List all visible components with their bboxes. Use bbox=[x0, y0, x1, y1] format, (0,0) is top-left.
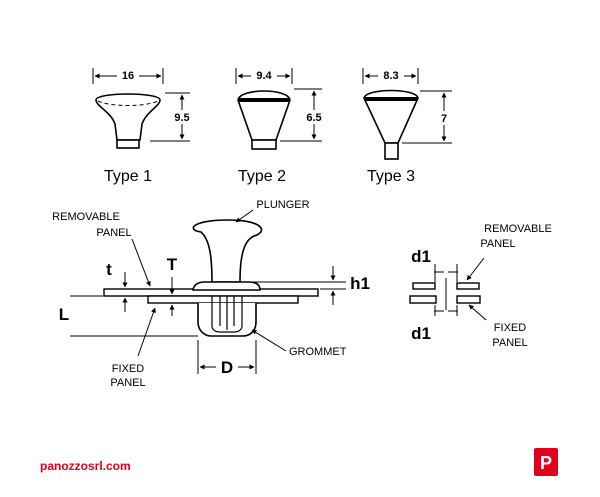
detail-fixed-label-line2: PANEL bbox=[492, 337, 527, 349]
website-url[interactable]: panozzosrl.com bbox=[40, 459, 131, 473]
h1-label: h1 bbox=[350, 274, 370, 293]
type-1-width-label: 16 bbox=[122, 70, 134, 82]
length-L-label: L bbox=[59, 305, 69, 324]
detail-removable-label-line2: PANEL bbox=[480, 238, 515, 250]
type-3-caption: Type 3 bbox=[367, 168, 415, 185]
type-2-width-label: 9.4 bbox=[256, 70, 272, 82]
grommet-label: GROMMET bbox=[289, 346, 347, 358]
logo-letter: P bbox=[540, 453, 552, 473]
type-3-height-label: 7 bbox=[441, 113, 447, 125]
type-2-height-label: 6.5 bbox=[306, 112, 321, 124]
removable-panel-label-line2: PANEL bbox=[96, 227, 131, 239]
type-2-drawing: 9.4 6.5 Type 2 bbox=[235, 68, 326, 185]
plunger-label: PLUNGER bbox=[256, 199, 309, 211]
type-3-drawing: 8.3 7 Type 3 bbox=[362, 68, 454, 185]
type-1-drawing: 16 9.5 Type 1 bbox=[92, 68, 194, 185]
assembly-drawing: REMOVABLE PANEL PLUNGER t T h1 L D GROMM… bbox=[52, 199, 370, 389]
thickness-T-label: T bbox=[167, 255, 178, 274]
detail-fixed-label-line1: FIXED bbox=[494, 322, 526, 334]
fixed-panel-label-line1: FIXED bbox=[112, 363, 144, 375]
type-1-caption: Type 1 bbox=[104, 168, 152, 185]
panel-detail-drawing: REMOVABLE PANEL d1 d1 FIXED PANEL bbox=[409, 223, 552, 349]
detail-d1-bottom-label: d1 bbox=[411, 324, 431, 343]
thickness-t-label: t bbox=[106, 260, 112, 279]
detail-removable-label-line1: REMOVABLE bbox=[484, 223, 552, 235]
fixed-panel-label-line2: PANEL bbox=[110, 377, 145, 389]
detail-d1-top-label: d1 bbox=[411, 247, 431, 266]
type-2-caption: Type 2 bbox=[238, 168, 286, 185]
removable-panel-label-line1: REMOVABLE bbox=[52, 211, 120, 223]
diameter-D-label: D bbox=[221, 358, 233, 377]
brand-logo: P bbox=[534, 448, 558, 476]
type-1-height-label: 9.5 bbox=[174, 112, 189, 124]
type-3-width-label: 8.3 bbox=[383, 70, 398, 82]
